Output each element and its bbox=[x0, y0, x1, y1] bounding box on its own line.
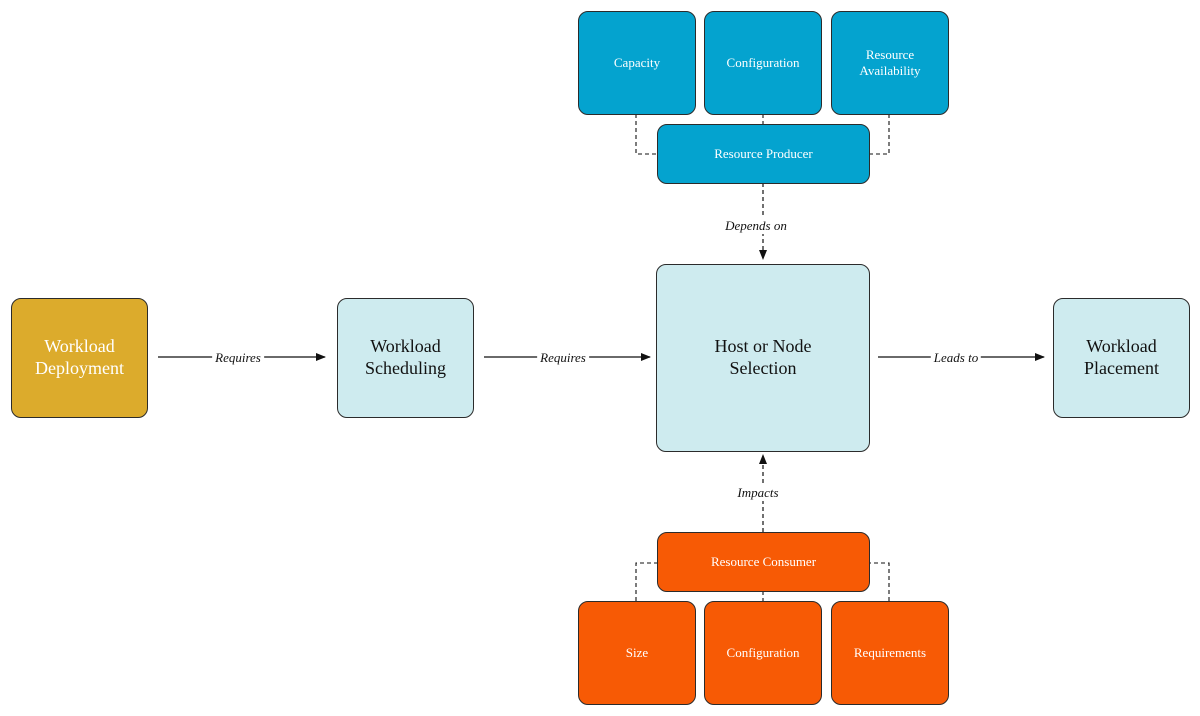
node-workload-placement: Workload Placement bbox=[1053, 298, 1190, 418]
node-requirements: Requirements bbox=[831, 601, 949, 705]
edge-label-deployment-to-scheduling: Requires bbox=[212, 350, 264, 366]
connector-capacity-producer bbox=[635, 114, 657, 155]
edge-label-consumer-to-selection: Impacts bbox=[734, 485, 782, 501]
node-consumer-configuration-label: Configuration bbox=[726, 645, 800, 661]
node-size: Size bbox=[578, 601, 696, 705]
node-capacity-label: Capacity bbox=[613, 55, 661, 71]
edge-label-scheduling-to-selection: Requires bbox=[537, 350, 589, 366]
node-host-node-selection: Host or Node Selection bbox=[656, 264, 870, 452]
node-host-node-selection-label: Host or Node Selection bbox=[714, 336, 812, 378]
connector-requirements-consumer bbox=[869, 562, 890, 601]
edge-label-selection-to-placement: Leads to bbox=[930, 350, 982, 366]
connector-size-consumer bbox=[635, 562, 657, 601]
node-consumer-configuration: Configuration bbox=[704, 601, 822, 705]
node-resource-availability-label: Resource Availability bbox=[859, 47, 921, 78]
node-workload-placement-label: Workload Placement bbox=[1084, 336, 1159, 378]
edge-label-producer-to-selection: Depends on bbox=[722, 218, 790, 234]
node-workload-deployment: Workload Deployment bbox=[11, 298, 148, 418]
node-resource-availability: Resource Availability bbox=[831, 11, 949, 115]
node-workload-deployment-label: Workload Deployment bbox=[35, 336, 124, 378]
node-producer-configuration: Configuration bbox=[704, 11, 822, 115]
node-resource-consumer: Resource Consumer bbox=[657, 532, 870, 592]
node-workload-scheduling: Workload Scheduling bbox=[337, 298, 474, 418]
node-resource-producer-label: Resource Producer bbox=[714, 146, 813, 162]
node-requirements-label: Requirements bbox=[853, 645, 927, 661]
node-workload-scheduling-label: Workload Scheduling bbox=[365, 336, 446, 378]
node-size-label: Size bbox=[625, 645, 649, 661]
node-producer-configuration-label: Configuration bbox=[726, 55, 800, 71]
node-resource-producer: Resource Producer bbox=[657, 124, 870, 184]
node-resource-consumer-label: Resource Consumer bbox=[710, 554, 817, 570]
node-capacity: Capacity bbox=[578, 11, 696, 115]
connector-availability-producer bbox=[869, 114, 890, 155]
